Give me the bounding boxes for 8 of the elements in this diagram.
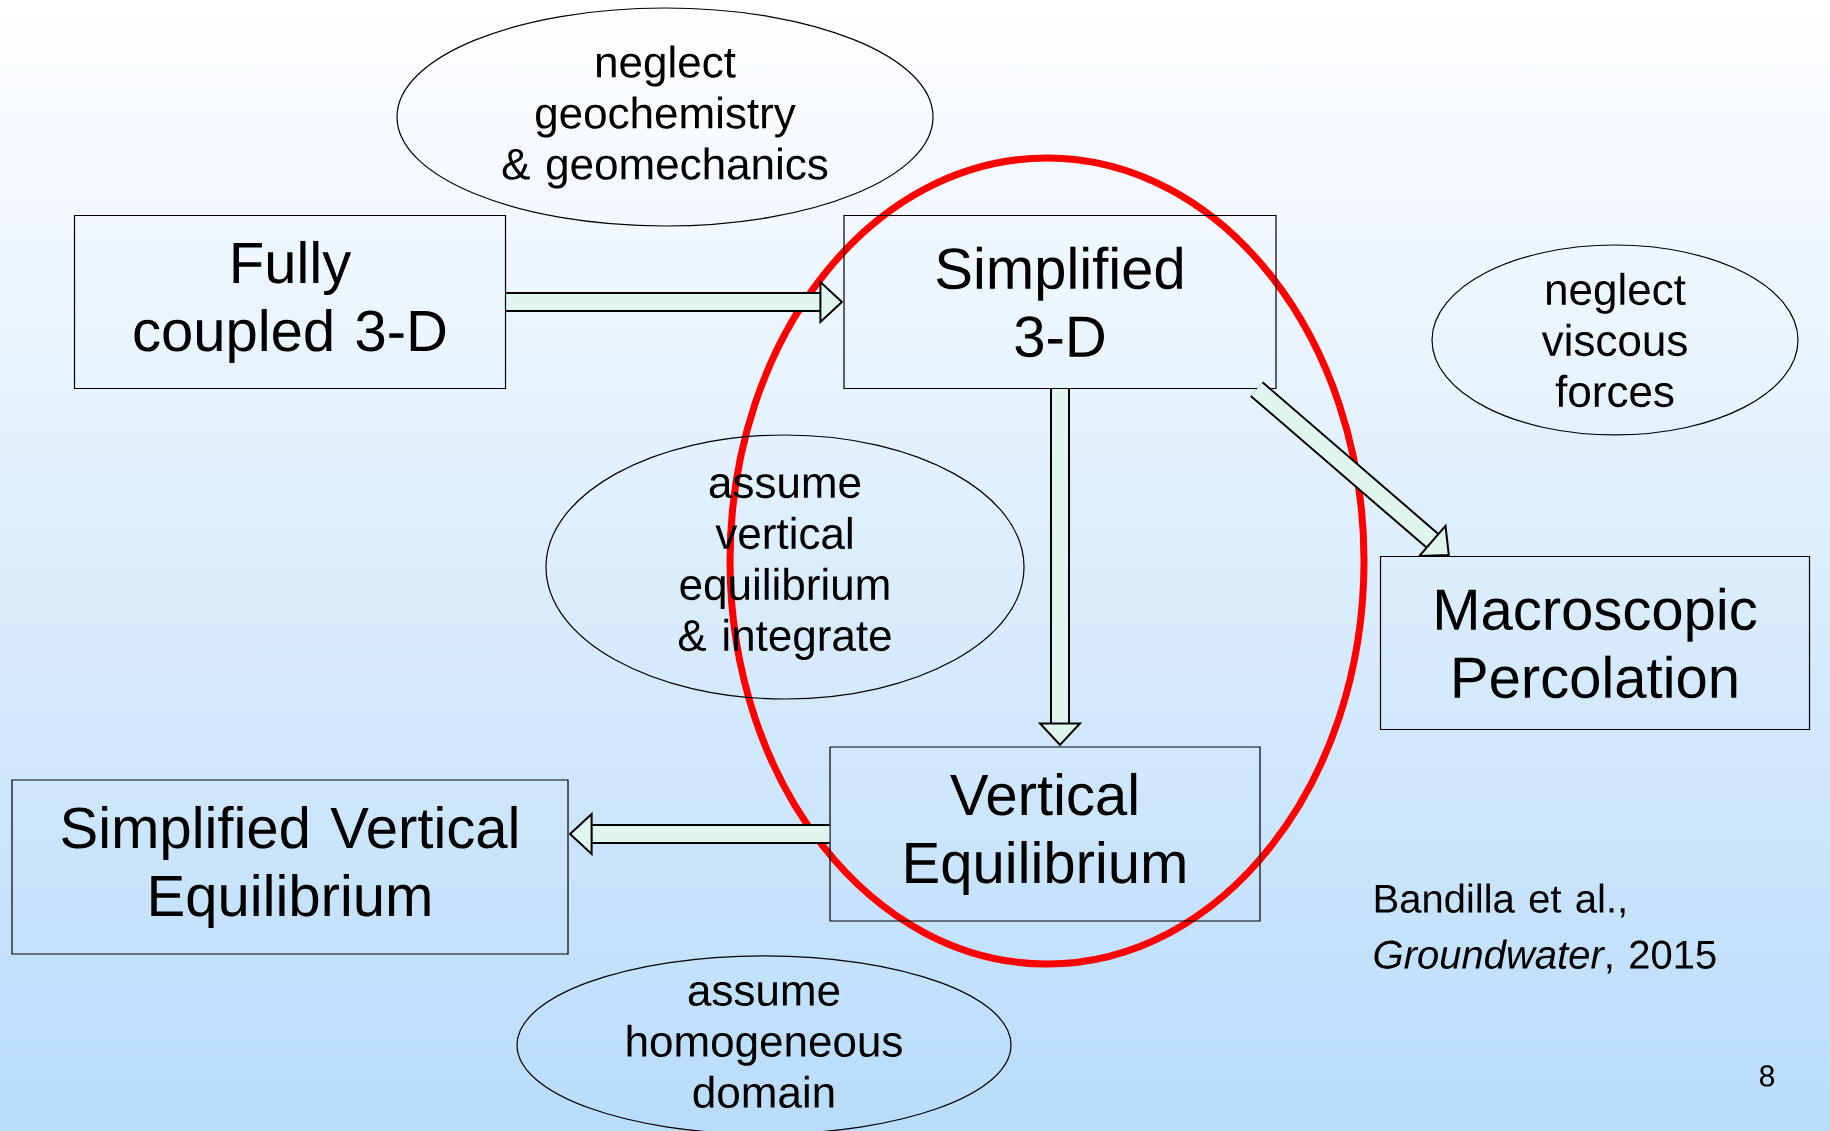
process-box: Fully coupled 3-D bbox=[73, 214, 507, 390]
page-number: 8 bbox=[1760, 1065, 1775, 1087]
citation: Bandilla et al., Groundwater, 2015 bbox=[1374, 883, 1716, 974]
process-box: Simplified 3-D bbox=[843, 214, 1277, 390]
process-box: Macroscopic Percolation bbox=[1379, 555, 1811, 731]
process-box: Vertical Equilibrium bbox=[829, 746, 1261, 922]
block-arrow bbox=[1250, 381, 1450, 557]
process-box: Simplified Vertical Equilibrium bbox=[11, 779, 569, 955]
